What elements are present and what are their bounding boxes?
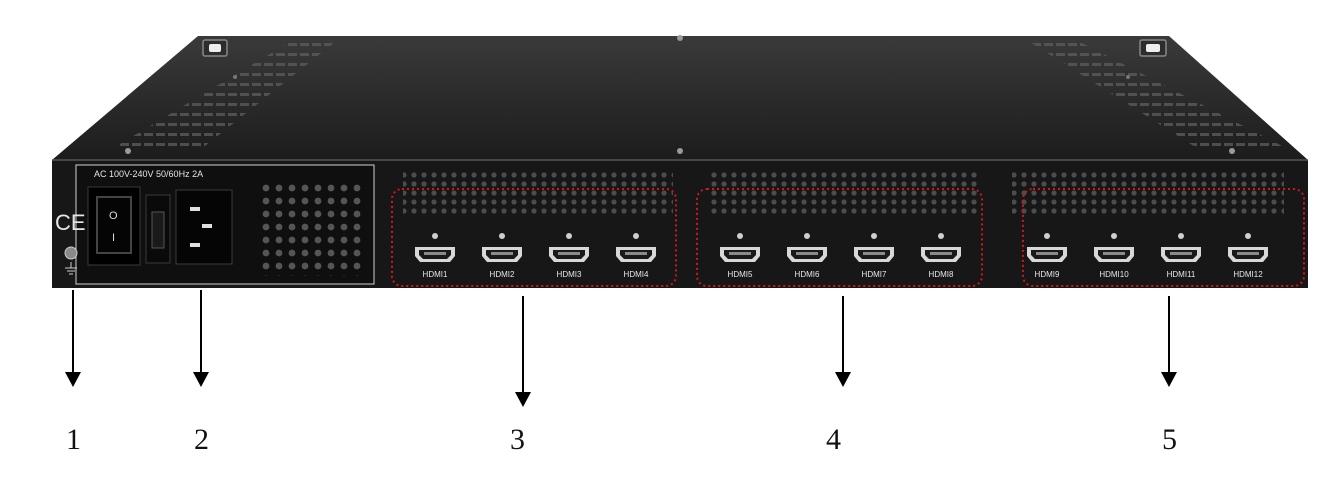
hdmi-port[interactable]: HDMI8 (921, 233, 961, 279)
port-indicator (1044, 233, 1050, 239)
hdmi-port-label: HDMI1 (423, 270, 448, 279)
hdmi-port[interactable]: HDMI10 (1094, 233, 1134, 279)
port-indicator (804, 233, 810, 239)
hdmi-port-icon (720, 247, 760, 262)
callout-2: 2 (194, 423, 209, 456)
fuse-holder (145, 194, 171, 264)
callout-4: 4 (826, 423, 841, 456)
hdmi-port-icon (854, 247, 894, 262)
hdmi-port-label: HDMI10 (1099, 270, 1129, 279)
hdmi-port-label: HDMI3 (557, 270, 582, 279)
hdmi-port-icon (1161, 247, 1201, 262)
highlight-group-2 (696, 188, 983, 287)
callout-1: 1 (66, 423, 81, 456)
hdmi-port[interactable]: HDMI6 (787, 233, 827, 279)
top-vent-left (110, 42, 335, 150)
top-vent-right (1030, 42, 1290, 150)
hdmi-port[interactable]: HDMI3 (549, 233, 589, 279)
iec-power-inlet[interactable] (175, 189, 233, 265)
hdmi-port-icon (616, 247, 656, 262)
hdmi-port-icon (415, 247, 455, 262)
port-indicator (432, 233, 438, 239)
hdmi-port-icon (549, 247, 589, 262)
hdmi-port[interactable]: HDMI11 (1161, 233, 1201, 279)
hdmi-port[interactable]: HDMI5 (720, 233, 760, 279)
hdmi-port-label: HDMI8 (929, 270, 954, 279)
power-switch[interactable]: O I (87, 186, 141, 266)
vent-row-group-1 (403, 172, 673, 217)
hdmi-port[interactable]: HDMI7 (854, 233, 894, 279)
chassis-top (52, 36, 1308, 160)
hdmi-port[interactable]: HDMI2 (482, 233, 522, 279)
hdmi-port-icon (1228, 247, 1268, 262)
highlight-group-3 (1022, 188, 1305, 287)
callout-3: 3 (510, 423, 525, 456)
port-indicator (1178, 233, 1184, 239)
hdmi-port-icon (1094, 247, 1134, 262)
port-indicator (1111, 233, 1117, 239)
port-indicator (499, 233, 505, 239)
port-indicator (871, 233, 877, 239)
ce-mark: CE (55, 210, 86, 235)
port-indicator (737, 233, 743, 239)
hdmi-port-icon (921, 247, 961, 262)
hdmi-port[interactable]: HDMI1 (415, 233, 455, 279)
hdmi-port-label: HDMI11 (1167, 270, 1196, 279)
port-indicator (566, 233, 572, 239)
vent-row-group-3 (1012, 172, 1284, 217)
leader-arrows (72, 290, 1170, 392)
hdmi-port[interactable]: HDMI9 (1027, 233, 1067, 279)
hdmi-port-icon (482, 247, 522, 262)
hdmi-port-label: HDMI6 (795, 270, 820, 279)
hdmi-port-icon (1027, 247, 1067, 262)
arrow-heads (65, 372, 1177, 407)
power-vent (262, 180, 366, 276)
port-indicator (633, 233, 639, 239)
hdmi-port-label: HDMI4 (624, 270, 649, 279)
switch-off-symbol: O (109, 210, 118, 222)
callout-5: 5 (1162, 423, 1177, 456)
hdmi-port-label: HDMI9 (1035, 270, 1060, 279)
switch-on-symbol: I (112, 232, 115, 244)
hdmi-port[interactable]: HDMI4 (616, 233, 656, 279)
ground-icon (64, 246, 78, 275)
hdmi-port[interactable]: HDMI12 (1228, 233, 1268, 279)
hdmi-port-label: HDMI12 (1233, 270, 1263, 279)
power-rating-text: AC 100V-240V 50/60Hz 2A (94, 169, 203, 179)
port-indicator (1245, 233, 1251, 239)
vent-row-group-2 (707, 172, 977, 217)
hdmi-port-label: HDMI7 (862, 270, 887, 279)
hdmi-port-label: HDMI2 (490, 270, 515, 279)
port-indicator (938, 233, 944, 239)
hdmi-port-label: HDMI5 (728, 270, 753, 279)
highlight-group-1 (391, 188, 677, 287)
hdmi-port-icon (787, 247, 827, 262)
